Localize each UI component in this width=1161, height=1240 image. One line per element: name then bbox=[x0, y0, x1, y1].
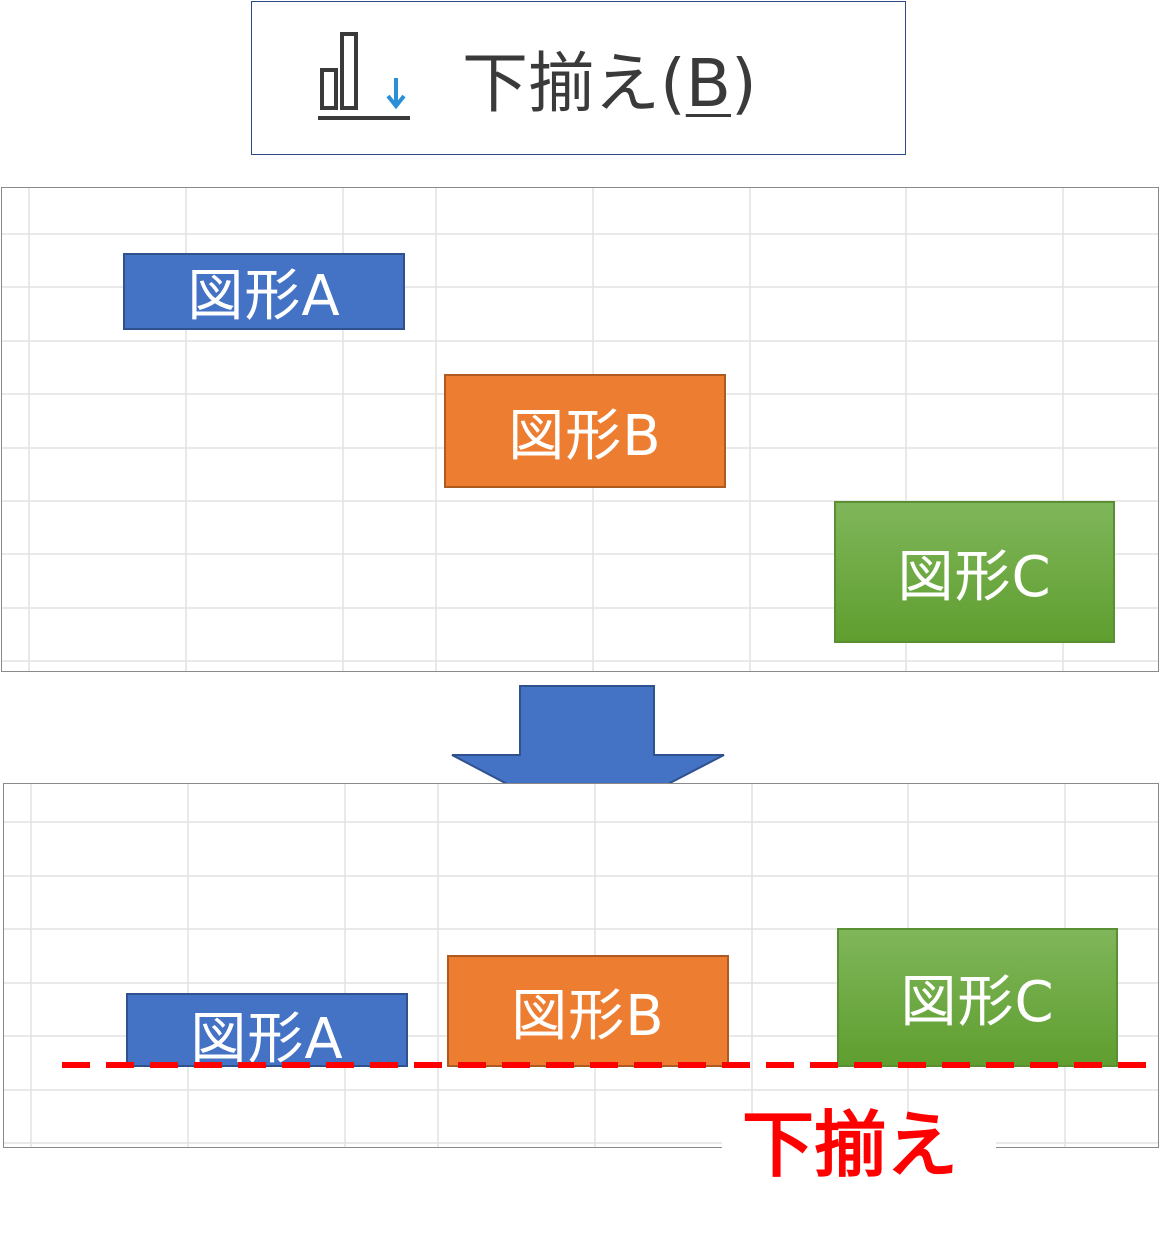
caption-background bbox=[722, 1114, 996, 1182]
shape-a-label: 図形A bbox=[187, 264, 341, 329]
bottom-align-guide-line bbox=[62, 1062, 1152, 1068]
shape-a-label: 図形A bbox=[190, 1006, 344, 1072]
align-bottom-menu-item[interactable] bbox=[251, 1, 906, 155]
shape-b-after[interactable]: 図形B bbox=[447, 955, 729, 1067]
caption-label: 下揃え bbox=[742, 1103, 959, 1187]
shape-a-before[interactable]: 図形A bbox=[123, 253, 405, 330]
shape-c-before[interactable]: 図形C bbox=[834, 501, 1115, 643]
shape-b-label: 図形B bbox=[508, 403, 662, 469]
shape-c-after[interactable]: 図形C bbox=[837, 928, 1118, 1067]
shape-b-label: 図形B bbox=[511, 983, 665, 1049]
align-bottom-label: 下揃え(B) bbox=[462, 45, 757, 122]
shape-c-label: 図形C bbox=[897, 544, 1052, 610]
shape-b-before[interactable]: 図形B bbox=[444, 374, 726, 488]
align-bottom-icon bbox=[318, 32, 410, 120]
shape-a-after[interactable]: 図形A bbox=[126, 993, 408, 1072]
shape-c-label: 図形C bbox=[900, 970, 1055, 1035]
